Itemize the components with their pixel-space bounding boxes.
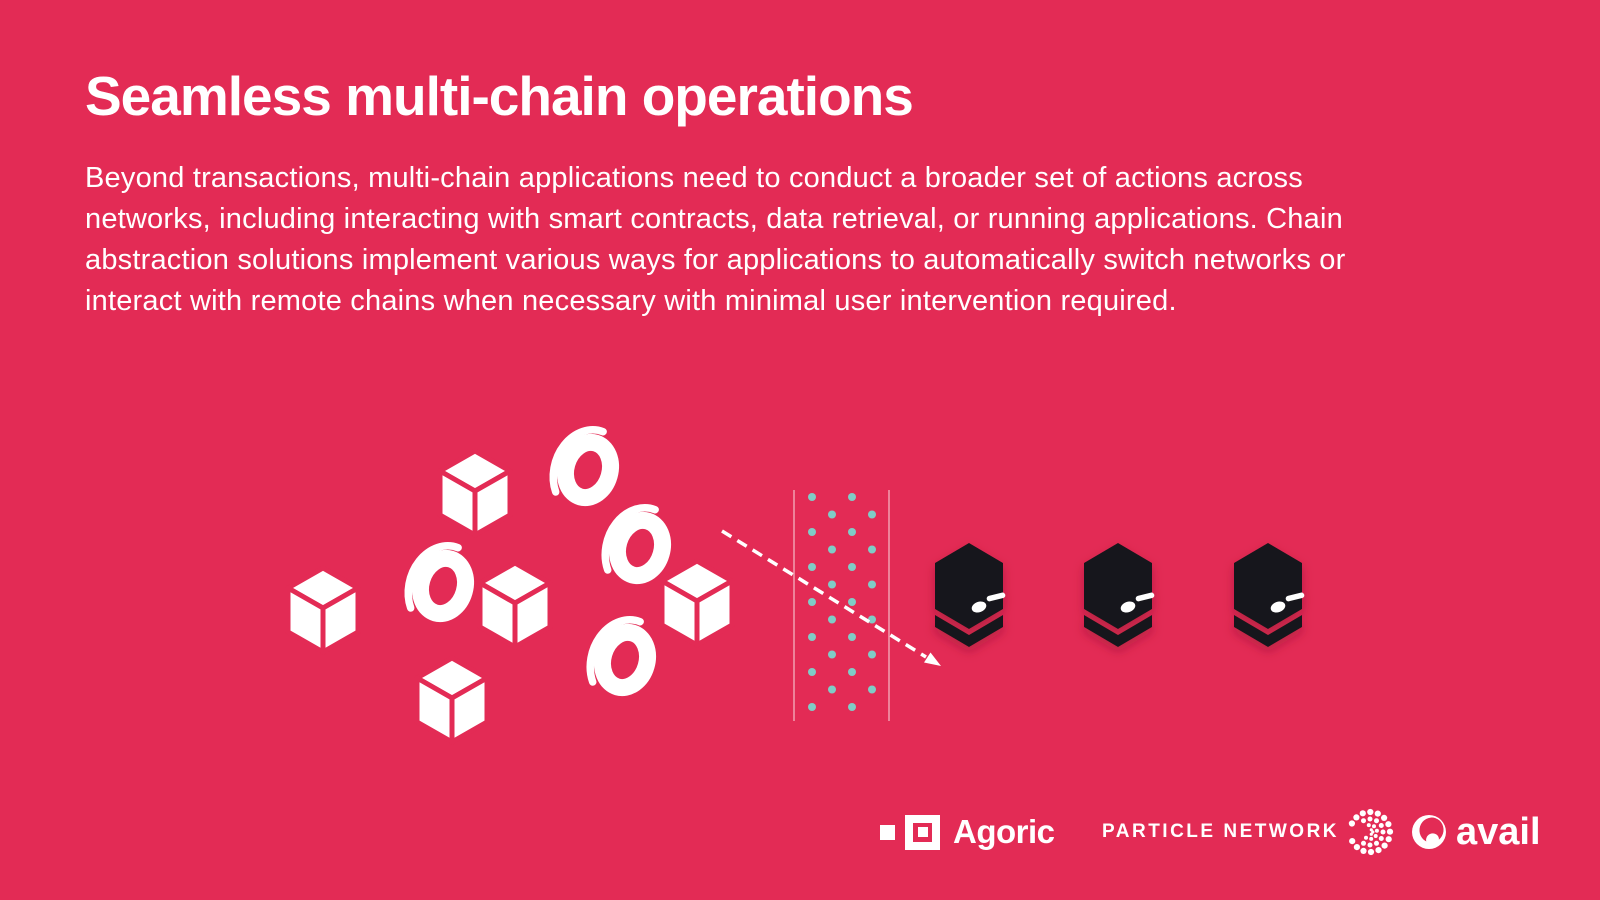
dot-matrix xyxy=(800,488,885,718)
token-icon xyxy=(548,421,621,505)
dashed-arrow-icon xyxy=(721,529,941,666)
token-icon xyxy=(600,499,673,583)
cube-icon xyxy=(440,451,510,535)
chain-node-icon xyxy=(935,543,1006,647)
chain-node-icon xyxy=(1234,543,1305,647)
cube-icon xyxy=(417,658,487,742)
chain-node-icon xyxy=(1084,543,1155,647)
token-icon xyxy=(403,537,476,621)
cube-icon xyxy=(662,561,732,645)
token-icon xyxy=(585,611,658,695)
body-paragraph: Beyond transactions, multi-chain applica… xyxy=(85,162,1346,317)
cube-icon xyxy=(480,563,550,647)
page-title: Seamless multi-chain operations xyxy=(85,65,914,127)
cube-icon xyxy=(288,568,358,652)
